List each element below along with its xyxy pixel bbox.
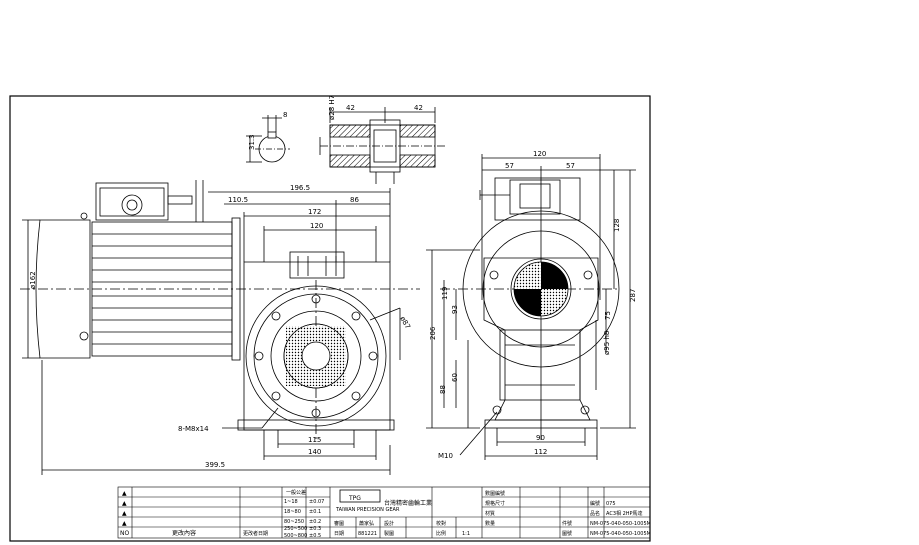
qty-label: 數量 [485,520,495,527]
side-half-right: 57 [566,162,575,170]
motor-height-dim: ø162 [29,271,37,289]
offset-dim: 86 [350,196,359,204]
tol-val-3: ±0.2 [309,519,321,525]
model-label: 圖號 [562,530,572,537]
tol-val-2: ±0.1 [309,509,321,515]
coupling-section [319,107,445,184]
tol-range-5: 500~800 [284,533,307,539]
box-width-dim: 172 [308,208,321,216]
side-total-h: 287 [629,289,637,302]
side-dim-93: 93 [451,305,459,314]
approve-label: 審圖 [334,520,344,527]
date-label: 日期 [334,531,344,537]
pn-label: 編號 [590,500,600,507]
company-logo: TPG TAIWAN PRECISION GEAR [335,489,400,513]
approver-name: 蕭家弘 [359,520,374,527]
total-length-dim: 399.5 [205,461,225,469]
material-label: 材質 [485,510,495,517]
change-content-label: 更改內容 [172,529,196,537]
flange-width-dim: 120 [310,222,323,230]
tol-val-5: ±0.5 [309,533,321,539]
key-width-label: 8 [283,111,287,119]
draw-label: 製圖 [384,530,394,537]
pn-value: 075 [606,501,616,507]
date-value: 881221 [358,531,377,537]
design-label: 設計 [384,520,394,527]
model-value: NM-075-040-050-1005M [590,531,651,537]
title-block [117,486,651,539]
tol-range-4: 250~500 [284,526,307,532]
rev-mark-1: ▲ [122,490,127,497]
svg-text:TPG: TPG [348,495,361,502]
tol-range-2: 18~80 [284,509,301,515]
motor-front-view [20,180,420,475]
coupling-right-len: 42 [414,104,423,112]
base-outer-dim: 140 [308,448,321,456]
gearbox-front-view [208,188,401,460]
tol-range-3: 80~250 [284,519,304,525]
rev-mark-2: ▲ [122,500,127,507]
scale-value: 1:1 [462,531,470,537]
side-bolt-label: M10 [438,452,453,460]
tol-header: 一般公差 [286,489,306,496]
rev-mark-3: ▲ [122,510,127,517]
base-inner-dim: 115 [308,436,321,444]
scale-label: 比例 [436,530,446,537]
drawing-frame [9,95,651,542]
side-base-outer: 112 [534,448,547,456]
check-label: 校對 [436,520,446,527]
side-base-inner: 90 [536,434,545,442]
coupling-bore: ø28 H7 [328,95,336,120]
side-dim-88: 88 [439,385,447,394]
side-dim-119: 119 [441,287,449,300]
mat-label: 規格尺寸 [485,500,505,507]
rev-no-label: NO [120,530,129,537]
company-name: 台灣精密齒輪工業 [384,499,432,507]
spec-label: 件號 [562,520,572,527]
doc-label: 數圖編號 [485,490,505,497]
side-half-left: 57 [505,162,514,170]
keyway-view [246,115,290,163]
side-dim-75: 75 [604,311,612,320]
change-date-label: 更改者日期 [243,530,268,537]
tol-val-1: ±0.07 [309,499,324,505]
tol-range-1: 1~18 [284,499,298,505]
side-dim-60: 60 [451,373,459,382]
coupling-left-len: 42 [346,104,355,112]
side-top-width: 120 [533,150,546,158]
hub-bore [301,341,331,371]
overall-width-dim: 196.5 [290,184,310,192]
side-upper-h: 128 [613,219,621,232]
bolt-spec-label: 8-M8x14 [178,425,209,433]
svg-text:TAIWAN PRECISION GEAR: TAIWAN PRECISION GEAR [335,507,400,513]
motor-len-dim: 110.5 [228,196,248,204]
name-label: 品名 [590,510,600,517]
key-height-label: 31.3 [248,134,256,150]
spec-value: NM-075-040-050-1005M [590,521,651,527]
rev-mark-4: ▲ [122,520,127,527]
side-dim-206: 206 [429,326,437,340]
side-shaft-dia: ø95 h8 [603,331,611,355]
side-shaft-checker [514,262,568,316]
tol-val-4: ±0.3 [309,526,321,532]
name-value: AC3相 2HP馬達 [606,510,643,517]
